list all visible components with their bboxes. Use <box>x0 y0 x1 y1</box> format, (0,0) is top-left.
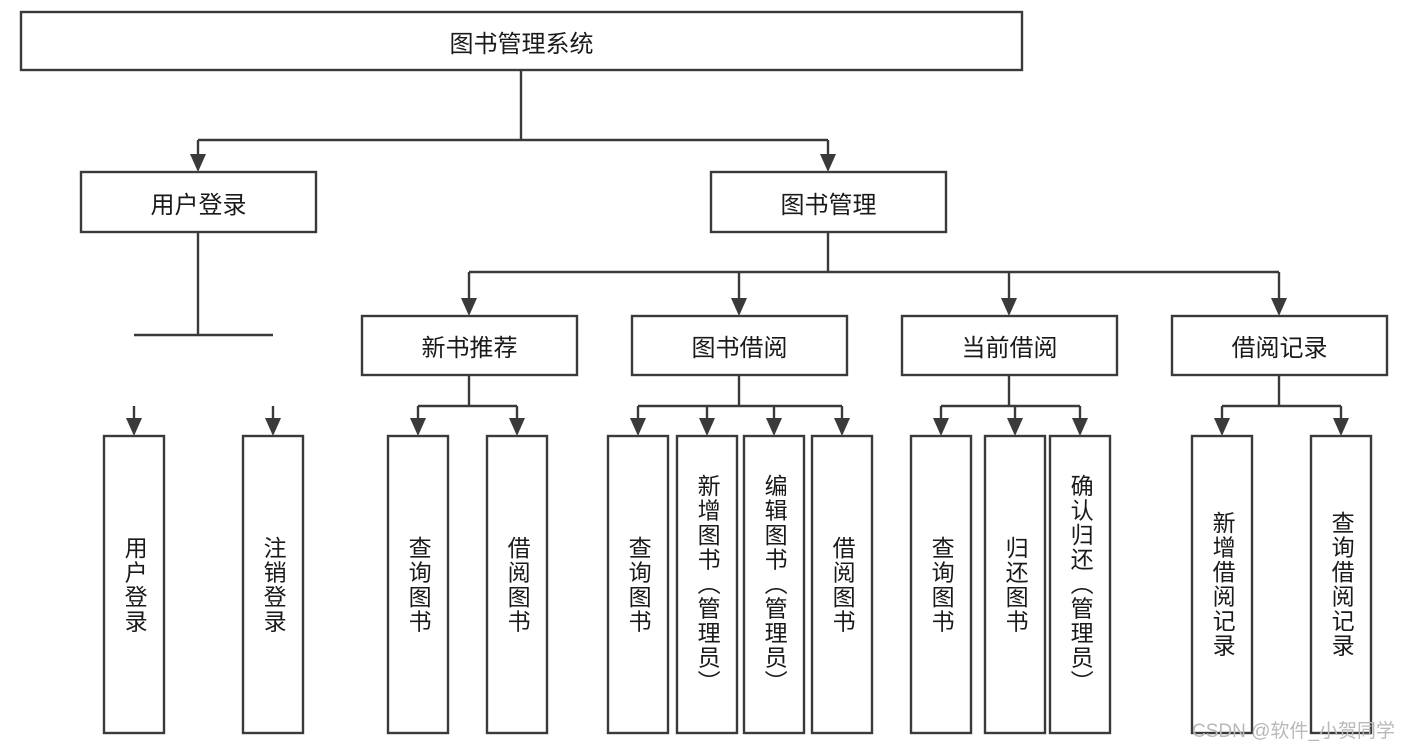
arrow-head-icon <box>126 418 142 436</box>
arrow-head-icon <box>731 298 747 316</box>
node-borrow-record[interactable] <box>1170 314 1389 377</box>
arrow-head-icon <box>1214 418 1230 436</box>
arrow-head-icon <box>933 418 949 436</box>
arrow-head-icon <box>834 418 850 436</box>
node-leaf-add-record[interactable] <box>1190 434 1254 735</box>
arrow-head-icon <box>1007 418 1023 436</box>
arrow-head-icon <box>410 418 426 436</box>
arrow-head-icon <box>509 418 525 436</box>
arrow-head-icon <box>1271 298 1287 316</box>
node-leaf-user-login[interactable] <box>102 434 166 735</box>
node-leaf-borrow-book[interactable] <box>810 434 874 735</box>
node-current-borrow[interactable] <box>900 314 1119 377</box>
node-leaf-query-book-cur[interactable] <box>909 434 973 735</box>
node-leaf-query-book-rec[interactable] <box>386 434 450 735</box>
arrow-head-icon <box>461 298 477 316</box>
node-leaf-query-record[interactable] <box>1309 434 1373 735</box>
arrow-head-icon <box>699 418 715 436</box>
node-box-layer <box>19 10 1389 735</box>
node-leaf-edit-book[interactable] <box>742 434 806 735</box>
node-book-manage[interactable] <box>709 170 948 234</box>
node-book-borrow[interactable] <box>630 314 849 377</box>
connector-layer <box>126 70 1349 436</box>
arrow-head-icon <box>1001 298 1017 316</box>
node-leaf-borrow-book-rec[interactable] <box>485 434 549 735</box>
node-leaf-return-book[interactable] <box>983 434 1047 735</box>
arrow-head-icon <box>190 154 206 172</box>
arrow-head-icon <box>766 418 782 436</box>
node-user-login[interactable] <box>79 170 318 234</box>
node-leaf-confirm-return[interactable] <box>1048 434 1112 735</box>
node-leaf-query-book-borrow[interactable] <box>606 434 670 735</box>
node-root[interactable] <box>19 10 1024 72</box>
node-new-book-rec[interactable] <box>360 314 579 377</box>
arrow-head-icon <box>1072 418 1088 436</box>
node-leaf-add-book[interactable] <box>675 434 739 735</box>
arrow-head-icon <box>1333 418 1349 436</box>
arrow-head-icon <box>820 154 836 172</box>
node-leaf-logout[interactable] <box>241 434 305 735</box>
arrow-head-icon <box>265 418 281 436</box>
arrow-head-icon <box>630 418 646 436</box>
